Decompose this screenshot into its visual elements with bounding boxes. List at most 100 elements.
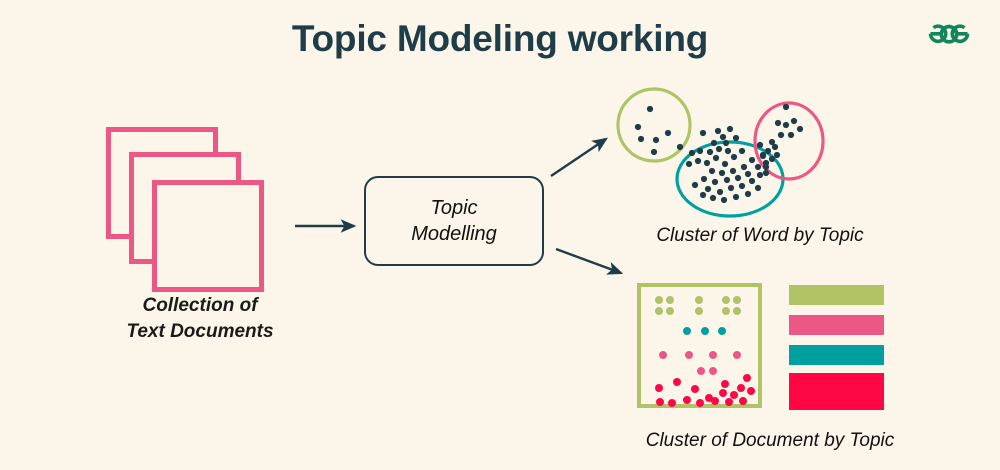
pink-doc-dot — [709, 351, 717, 359]
arrow-process-to-word-clusters — [550, 137, 608, 177]
word-cluster-diagram — [616, 87, 825, 218]
word-dot — [734, 174, 742, 182]
process-label-line2: Modelling — [411, 223, 497, 245]
word-dot — [771, 143, 779, 151]
word-dot — [744, 170, 752, 178]
red-doc-dot — [691, 385, 699, 393]
word-dot — [694, 157, 702, 165]
word-dot — [703, 159, 711, 167]
word-dot — [704, 185, 712, 193]
red-doc-dot — [668, 399, 676, 407]
word-dot — [711, 178, 719, 186]
olive-doc-dot — [733, 307, 741, 315]
word-dot — [720, 196, 728, 204]
word-dot — [696, 147, 704, 155]
red-doc-dot — [730, 391, 738, 399]
document-cluster-dots — [655, 296, 755, 407]
red-doc-dot — [673, 378, 681, 386]
geeksforgeeks-logo — [920, 20, 978, 56]
word-dot — [787, 131, 795, 139]
olive-word-cluster — [616, 87, 692, 163]
process-label-line1: Topic — [430, 197, 478, 219]
red-doc-dot — [737, 384, 745, 392]
red-doc-dot — [743, 374, 751, 382]
olive-doc-dot — [695, 307, 703, 315]
word-dot — [652, 136, 660, 144]
word-dot — [756, 171, 764, 179]
word-dot — [744, 190, 752, 198]
word-dot — [782, 103, 790, 111]
word-dot — [637, 135, 645, 143]
teal-doc-dot — [701, 327, 709, 335]
pink-doc-dot — [685, 351, 693, 359]
word-cluster-caption: Cluster of Word by Topic — [656, 225, 864, 246]
word-dot — [754, 163, 762, 171]
word-dot — [726, 125, 734, 133]
word-dot — [708, 167, 716, 175]
pink-doc-dot — [733, 351, 741, 359]
topic-modelling-label: Topic Modelling — [411, 195, 497, 247]
pink-doc-dot — [697, 367, 705, 375]
word-dot — [762, 159, 770, 167]
word-dot — [715, 145, 723, 153]
word-dot — [727, 184, 735, 192]
olive-doc-dot — [695, 296, 703, 304]
arrow-process-to-document-clusters — [555, 247, 624, 275]
word-dot — [722, 139, 730, 147]
word-dot — [730, 153, 738, 161]
word-dot — [777, 131, 785, 139]
documents-caption: Collection of Text Documents — [80, 293, 320, 344]
olive-doc-dot — [733, 296, 741, 304]
red-doc-dot — [739, 397, 747, 405]
red-doc-dot — [696, 399, 704, 407]
documents-caption-line2: Text Documents — [126, 320, 274, 342]
teal-doc-dot — [683, 327, 691, 335]
word-dot — [738, 147, 746, 155]
word-dot — [714, 127, 722, 135]
word-dot — [732, 134, 740, 142]
pink-word-cluster — [753, 101, 825, 181]
word-dot — [768, 155, 776, 163]
word-dot — [756, 141, 764, 149]
red-doc-dot — [725, 398, 733, 406]
word-dot — [796, 125, 804, 133]
word-dot — [700, 175, 708, 183]
word-dot — [710, 139, 718, 147]
red-doc-dot — [705, 394, 713, 402]
word-dot — [688, 149, 696, 157]
word-dot — [754, 184, 762, 192]
documents-caption-line1: Collection of — [142, 295, 258, 316]
teal-doc-dot — [718, 327, 726, 335]
topic-modelling-box[interactable]: Topic Modelling — [364, 176, 544, 266]
word-dot — [685, 160, 693, 168]
red-doc-dot — [719, 389, 727, 397]
word-dot — [676, 143, 684, 151]
word-dot — [719, 133, 727, 141]
olive-doc-dot — [666, 296, 674, 304]
olive-doc-dot — [666, 307, 674, 315]
word-dot — [759, 151, 767, 159]
word-dot — [664, 129, 672, 137]
word-dot — [774, 119, 782, 127]
red-doc-dot — [747, 387, 755, 395]
word-dot — [768, 138, 776, 146]
word-dot — [716, 188, 724, 196]
word-dot — [709, 194, 717, 202]
olive-doc-dot — [722, 296, 730, 304]
word-dot — [738, 182, 746, 190]
word-dot — [762, 169, 770, 177]
red-doc-dot — [683, 396, 691, 404]
word-dot — [646, 105, 654, 113]
word-dot — [790, 117, 798, 125]
olive-doc-dot — [655, 296, 663, 304]
word-dot — [740, 163, 748, 171]
word-dot — [634, 123, 642, 131]
word-dot — [706, 148, 714, 156]
word-dot — [732, 193, 740, 201]
pink-doc-dot — [709, 367, 717, 375]
word-dot — [721, 160, 729, 168]
word-dot — [764, 147, 772, 155]
word-dot — [699, 191, 707, 199]
word-dot — [729, 167, 737, 175]
word-dot — [724, 147, 732, 155]
